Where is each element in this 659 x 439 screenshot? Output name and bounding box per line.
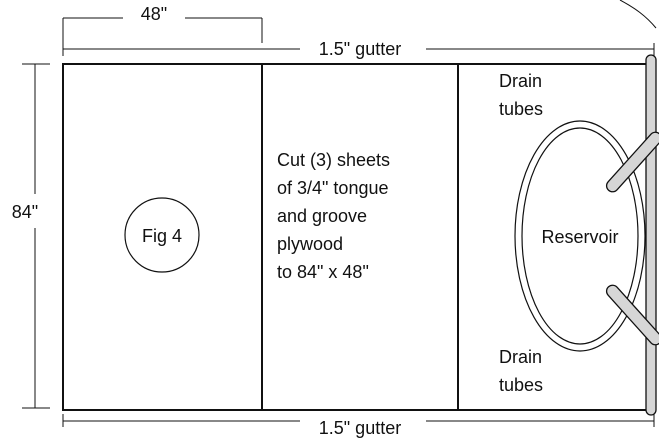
reservoir-label: Reservoir	[541, 227, 618, 247]
note-line-4: plywood	[277, 234, 343, 254]
bottom-gutter-label: 1.5" gutter	[319, 418, 401, 438]
top-gutter-label: 1.5" gutter	[319, 39, 401, 59]
note-line-3: and groove	[277, 206, 367, 226]
drain-bottom-line-1: Drain	[499, 347, 542, 367]
top-right-arc	[619, 0, 657, 29]
sheet-height-label: 84"	[12, 202, 38, 222]
reservoir-outer-ellipse	[514, 120, 646, 352]
reservoir-inner-ellipse	[521, 127, 639, 345]
drain-bottom-line-2: tubes	[499, 375, 543, 395]
note-line-5: to 84" x 48"	[277, 262, 369, 282]
drain-top-line-2: tubes	[499, 99, 543, 119]
drain-top-line-1: Drain	[499, 71, 542, 91]
vertical-drain-pipe	[645, 54, 657, 416]
sheet-width-label: 48"	[141, 4, 167, 24]
fig-label: Fig 4	[142, 226, 182, 246]
fig-circle	[124, 197, 200, 273]
cutting-note: Cut (3) sheets of 3/4" tongue and groove…	[277, 150, 390, 282]
note-line-2: of 3/4" tongue	[277, 178, 388, 198]
lower-drain-tube	[605, 284, 659, 346]
upper-drain-tube	[605, 131, 659, 193]
note-line-1: Cut (3) sheets	[277, 150, 390, 170]
